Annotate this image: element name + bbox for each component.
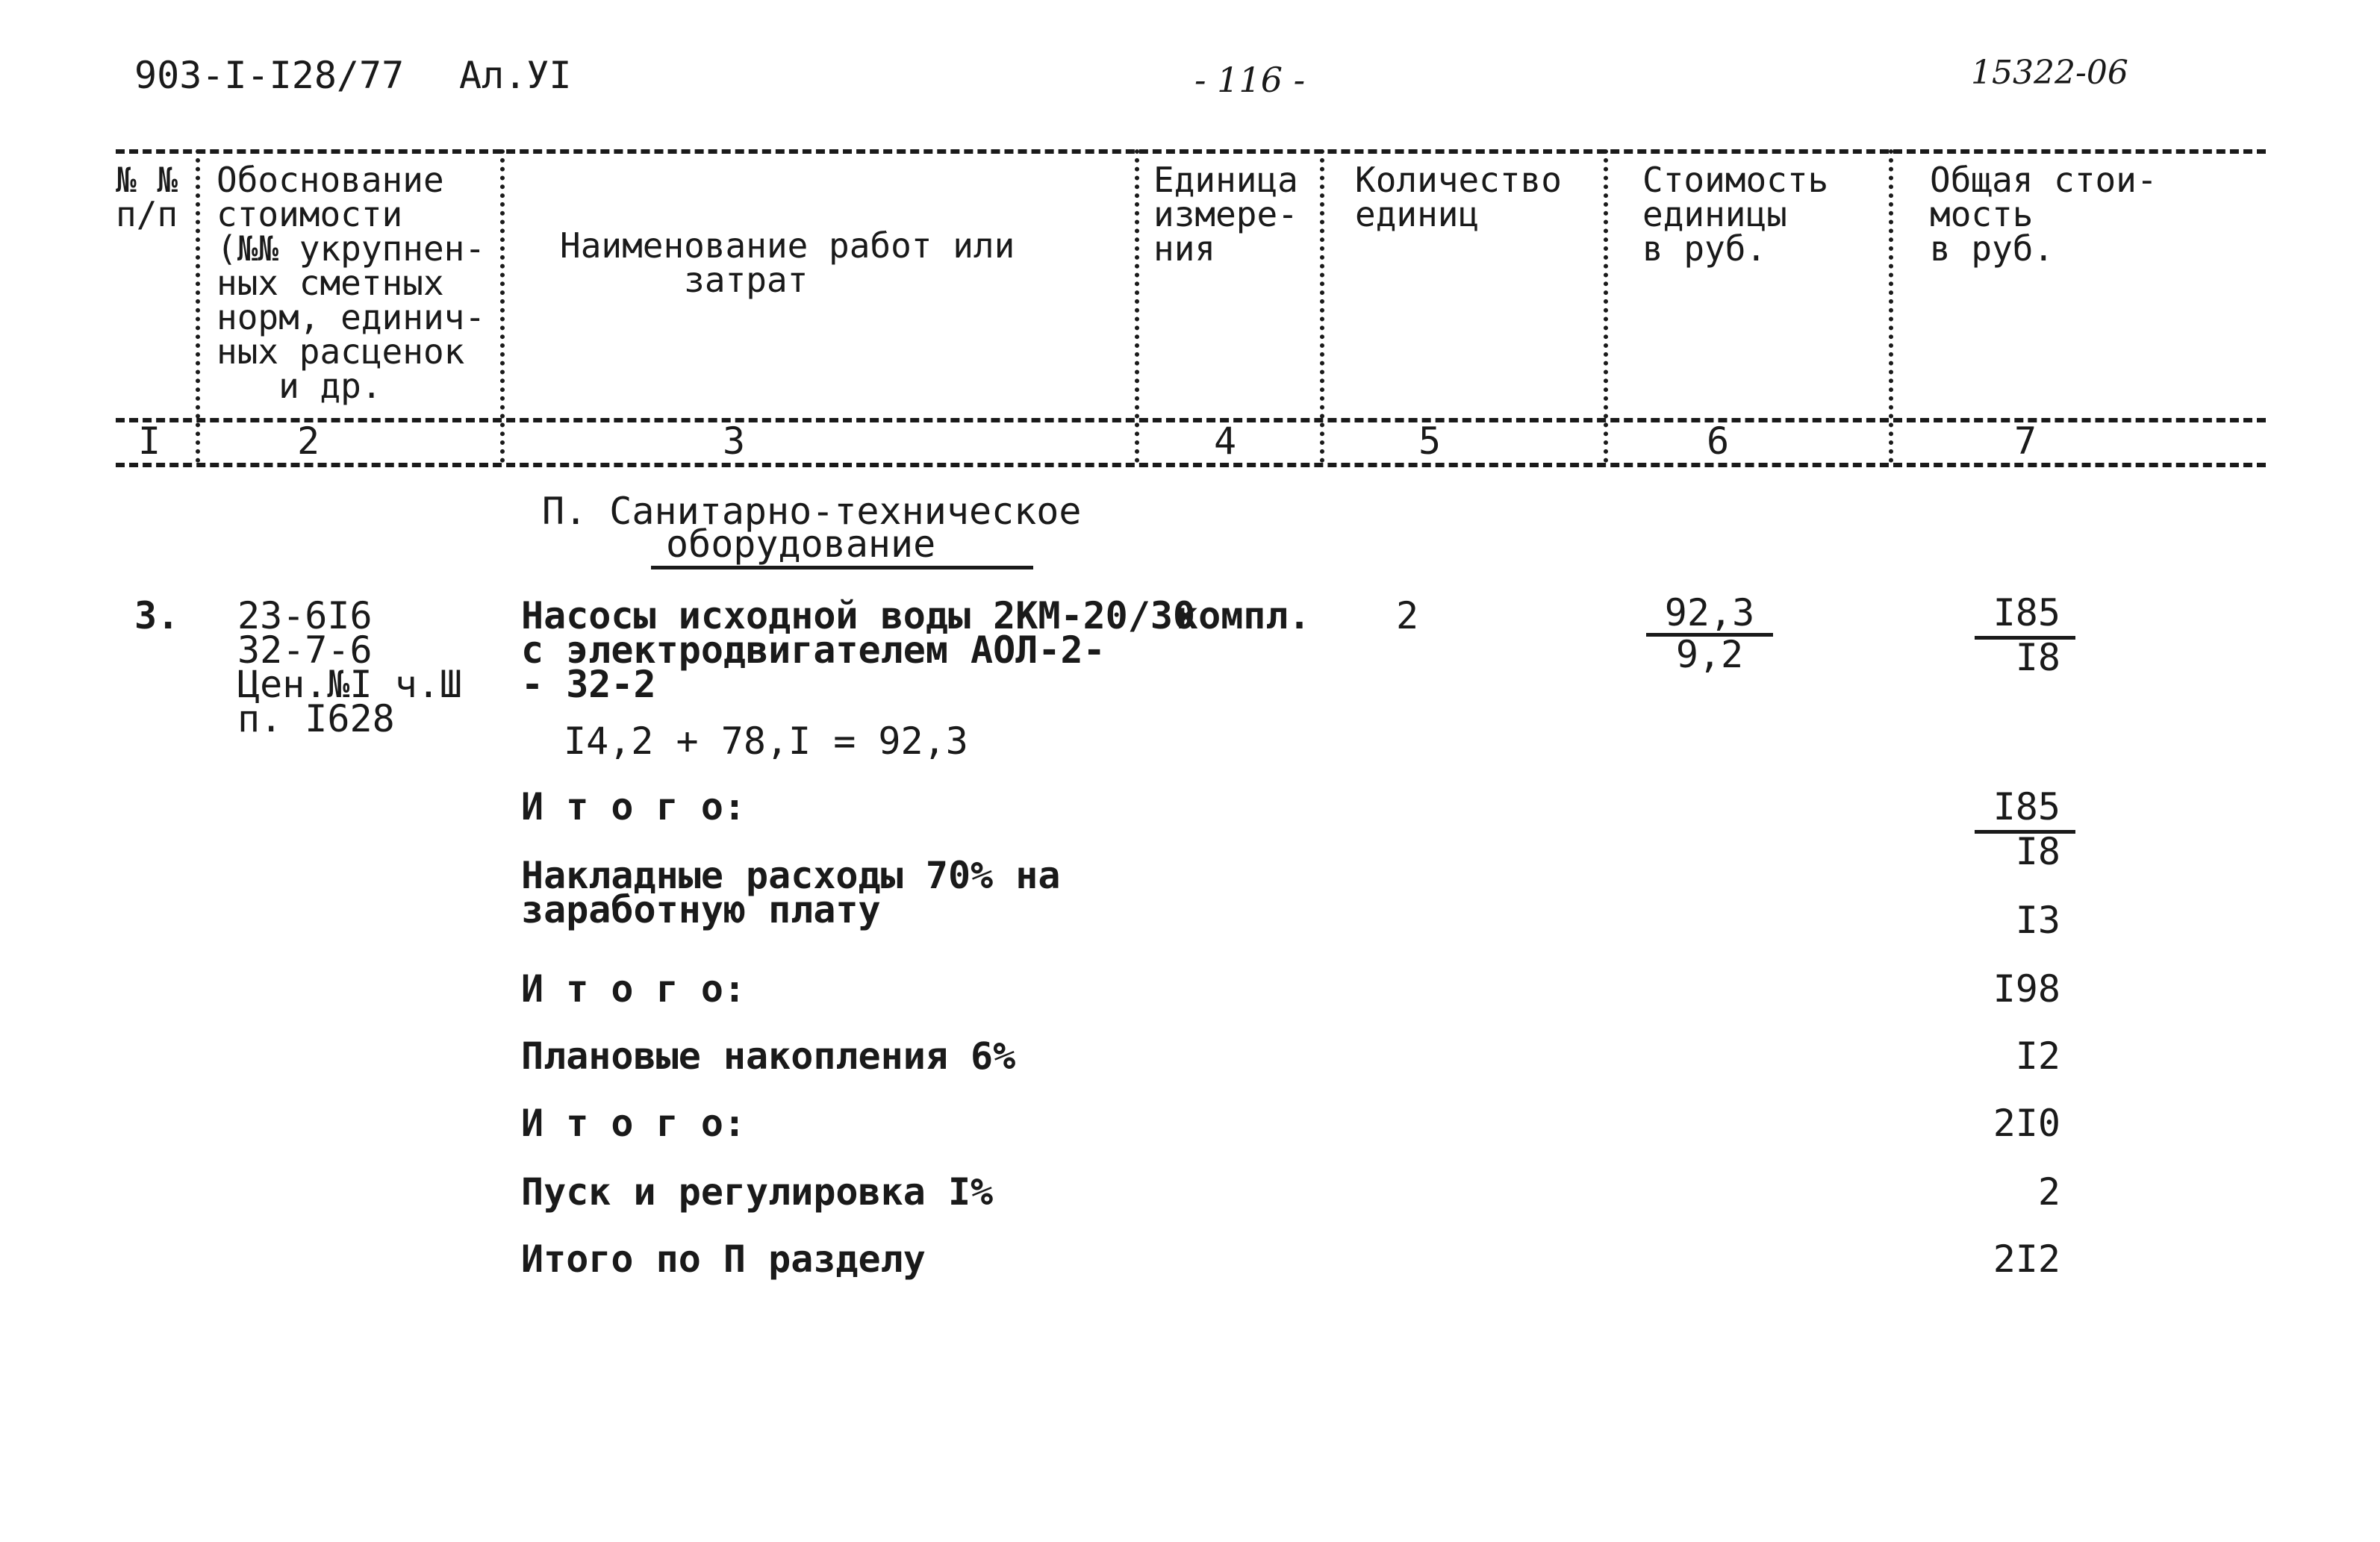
total-cost-numerator: I85 — [1993, 591, 2060, 634]
unit-cost-denominator: 9,2 — [1675, 633, 1744, 676]
header-work-name: Наименование работ или затрат — [560, 225, 1015, 300]
overhead-label: Накладные расходы 70% на заработную плат… — [521, 854, 1061, 931]
overhead-value: I3 — [2015, 899, 2060, 942]
column-number-5: 5 — [1418, 419, 1442, 463]
unit-cost-numerator: 92,3 — [1664, 591, 1755, 634]
commissioning-label: Пуск и регулировка I% — [521, 1170, 994, 1214]
planned-savings-label: Плановые накопления 6% — [521, 1034, 1016, 1078]
unit-cost-fraction-bar — [1646, 633, 1773, 637]
column-numbers-bottom-rule — [116, 463, 2266, 467]
subtotal-value-1-denominator: I8 — [2015, 830, 2060, 873]
table-top-rule — [116, 149, 2266, 154]
header-unit-cost: Стоимость единицы в руб. — [1642, 160, 1829, 269]
row-calculation: I4,2 + 78,I = 92,3 — [564, 720, 968, 763]
header-row-number: № № п/п — [116, 160, 178, 234]
page-number: - 116 - — [1194, 60, 1306, 100]
column-separator-5 — [1604, 149, 1608, 463]
section-total-value: 2I2 — [1993, 1237, 2060, 1281]
column-number-3: 3 — [723, 419, 746, 463]
section-title-continued: оборудование — [666, 522, 936, 566]
archive-stamp: 15322-06 — [1971, 54, 2128, 92]
album-label: Ал.УI — [459, 54, 572, 97]
total-cost-denominator: I8 — [2015, 636, 2060, 679]
column-separator-2 — [500, 149, 505, 463]
subtotal-label-3: И т о г о: — [521, 1102, 747, 1145]
column-number-4: 4 — [1214, 419, 1237, 463]
column-number-6: 6 — [1707, 419, 1730, 463]
column-separator-4 — [1320, 149, 1324, 463]
planned-savings-value: I2 — [2015, 1034, 2060, 1078]
column-separator-1 — [196, 149, 200, 463]
row-cost-basis: 23-6I6 32-7-6 Цен.№I ч.Ш п. I628 — [237, 594, 463, 740]
header-quantity: Количество единиц — [1355, 160, 1562, 234]
header-cost-basis: Обоснование стоимости (№№ укрупнен- ных … — [216, 160, 486, 406]
subtotal-label-1: И т о г о: — [521, 785, 747, 828]
column-number-1: I — [138, 419, 161, 463]
subtotal-label-2: И т о г о: — [521, 967, 747, 1011]
column-number-2: 2 — [297, 419, 320, 463]
subtotal-value-2: I98 — [1993, 967, 2060, 1011]
header-divider-rule — [116, 418, 2266, 422]
column-separator-6 — [1889, 149, 1893, 463]
column-separator-3 — [1135, 149, 1139, 463]
subtotal-value-1-numerator: I85 — [1993, 785, 2060, 828]
section-title: П. Санитарно-техническое — [542, 490, 1082, 533]
row-work-name: Насосы исходной воды 2КМ-20/30 с электро… — [521, 594, 1196, 706]
section-total-label: Итого по П разделу — [521, 1237, 926, 1281]
row-quantity: 2 — [1396, 594, 1419, 637]
subtotal-1-fraction-bar — [1975, 830, 2075, 834]
row-unit: компл. — [1176, 594, 1311, 637]
section-title-underline — [651, 566, 1033, 569]
total-cost-fraction-bar — [1975, 636, 2075, 640]
header-total-cost: Общая стои- мость в руб. — [1930, 160, 2158, 269]
commissioning-value: 2 — [2037, 1170, 2060, 1214]
subtotal-value-3: 2I0 — [1993, 1102, 2060, 1145]
document-code: 903-I-I28/77 — [134, 54, 405, 97]
row-number: 3. — [134, 594, 180, 637]
column-number-7: 7 — [2014, 419, 2037, 463]
header-unit: Единица измере- ния — [1153, 160, 1298, 269]
